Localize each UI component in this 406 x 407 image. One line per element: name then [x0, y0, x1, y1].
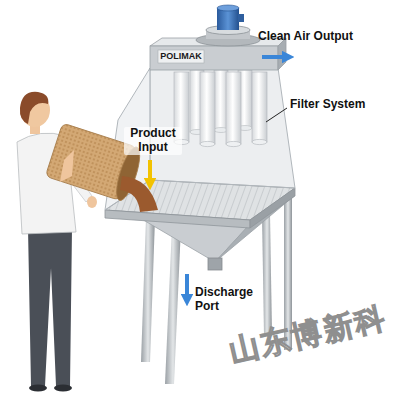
operator-figure-part [20, 92, 48, 124]
table-legs-part [165, 226, 181, 384]
filter-cartridges-part [226, 141, 241, 146]
filter-cartridges-part [252, 72, 267, 142]
watermark: 山东博新科 [226, 300, 390, 370]
callout-label: Discharge Port [195, 286, 255, 314]
filter-housing-part [150, 46, 278, 70]
hopper-cone-part [208, 258, 222, 270]
product-input-arrow [148, 160, 152, 184]
filter-cartridges-part [200, 72, 215, 144]
table-legs-part [141, 218, 155, 362]
table-grate-part [250, 188, 295, 228]
filter-housing-part [158, 50, 204, 63]
operator-figure-part [54, 385, 72, 392]
filter-cartridges-part [200, 141, 215, 146]
fan-motor-part [217, 8, 239, 30]
operator-figure-part [87, 196, 97, 208]
brand-plate: POLIMAK [160, 51, 202, 61]
fan-motor-part [238, 14, 244, 22]
fan-motor-part [217, 5, 239, 11]
filter-cartridges-part [226, 72, 241, 144]
leader-line [266, 108, 287, 122]
callout-label: Filter System [290, 98, 365, 112]
discharge-arrow [185, 274, 189, 300]
fan-motor [196, 5, 260, 46]
callout-label: Clean Air Output [258, 30, 353, 44]
operator-figure-part [28, 228, 72, 386]
product-sack-part [60, 150, 74, 182]
operator-figure-part [29, 385, 47, 392]
callout-label: Product Input [124, 127, 182, 155]
product-stream [120, 176, 158, 212]
clean-air-arrow [262, 55, 288, 59]
table-legs-part [262, 214, 272, 336]
filter-cartridges-part [252, 139, 267, 144]
filter-cartridges [174, 70, 267, 147]
table-grate-part [105, 210, 250, 228]
